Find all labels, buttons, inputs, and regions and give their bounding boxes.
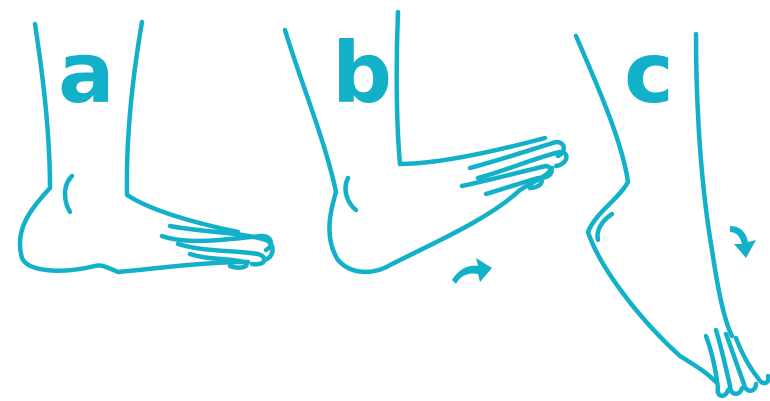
panel-c: c — [576, 24, 768, 396]
foot-a-ankle — [65, 176, 72, 212]
curved-arrow-up-icon — [452, 258, 492, 284]
panel-b: b — [285, 12, 566, 284]
panel-label-b: b — [332, 24, 392, 122]
foot-b-ankle — [346, 178, 356, 210]
foot-c-shin — [696, 34, 732, 336]
foot-c-toes — [706, 330, 768, 396]
foot-a-shin — [127, 22, 238, 232]
foot-b-toes — [462, 142, 566, 194]
panel-label-c: c — [624, 24, 674, 122]
curved-arrow-down-icon — [730, 226, 756, 258]
panel-a: a — [20, 22, 273, 272]
foot-c-ankle — [598, 214, 612, 240]
panel-label-a: a — [58, 24, 115, 122]
foot-b-outline — [285, 30, 552, 272]
foot-b-shin — [397, 12, 545, 164]
